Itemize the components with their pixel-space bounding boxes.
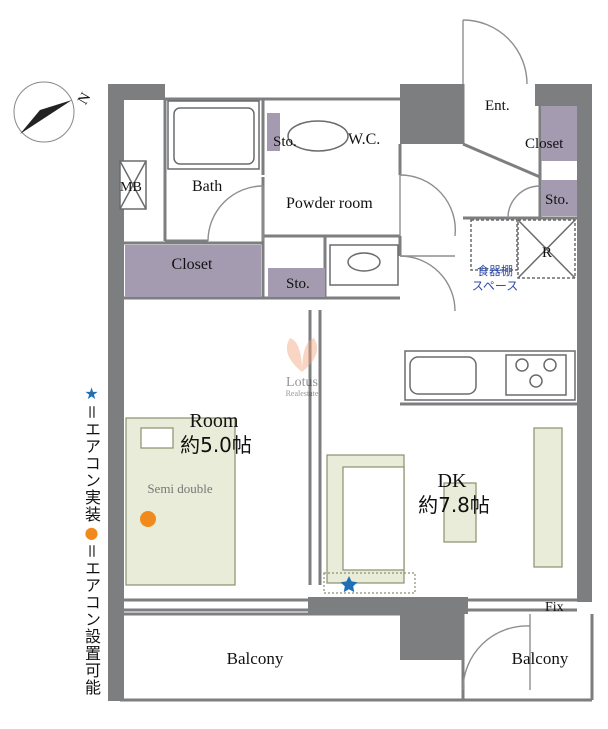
compass-north-label: N (75, 90, 94, 108)
legend-star-text: ＝エアコン実装 (82, 404, 101, 524)
door-swings (207, 19, 541, 691)
lotus-watermark: Lotus Realestate (286, 338, 319, 398)
compass: N (13, 81, 94, 143)
aircon-legend: ★＝エアコン実装●＝エアコン設置可能 (80, 384, 102, 696)
kitchen-sink (409, 356, 477, 395)
furniture (125, 417, 563, 594)
label-entrance: Ent. (485, 98, 510, 114)
fixtures (119, 100, 576, 401)
label-room-size: 約5.0帖 (180, 433, 252, 457)
watermark-brand: Lotus (286, 375, 318, 390)
label-storage-wc: Sto. (273, 134, 297, 150)
dining-table (443, 482, 477, 543)
legend-dot-icon: ● (82, 523, 101, 544)
label-cupboard-space-1: 食器棚 (477, 263, 513, 278)
label-meter-box: MB (120, 180, 142, 195)
label-balcony-right: Balcony (512, 649, 569, 668)
cupboard-space-outline (470, 219, 518, 271)
label-fix-window: Fix (545, 600, 564, 615)
aircon-markers (140, 511, 358, 593)
room-labels: Ent. Closet Sto. R 食器棚 スペース Sto. W.C. Ba… (120, 98, 569, 668)
label-dk-size: 約7.8帖 (418, 493, 490, 517)
aircon-possible-dot (140, 511, 156, 527)
label-closet-room: Closet (172, 256, 213, 273)
toilet (287, 120, 349, 152)
label-room-name: Room (190, 410, 239, 432)
label-storage-entrance: Sto. (545, 192, 569, 208)
label-balcony-left: Balcony (227, 649, 284, 668)
label-fridge: R (542, 245, 552, 261)
interior-walls (120, 84, 594, 702)
label-dk-name: DK (438, 470, 467, 492)
storage-areas (125, 106, 577, 297)
north-arrow-icon (20, 100, 72, 134)
legend-star-icon: ★ (82, 384, 101, 404)
label-bath: Bath (192, 178, 222, 195)
label-storage-powder: Sto. (286, 276, 310, 292)
aircon-installed-star (340, 576, 358, 593)
watermark-sub: Realestate (286, 389, 319, 398)
legend-dot-text: ＝エアコン設置可能 (82, 543, 101, 697)
label-bed: Semi double (147, 481, 213, 496)
tv-board (533, 427, 563, 568)
label-wc: W.C. (348, 131, 380, 148)
label-powder-room: Powder room (286, 195, 373, 212)
label-cupboard-space-2: スペース (472, 279, 519, 293)
label-closet-entrance: Closet (525, 136, 564, 152)
